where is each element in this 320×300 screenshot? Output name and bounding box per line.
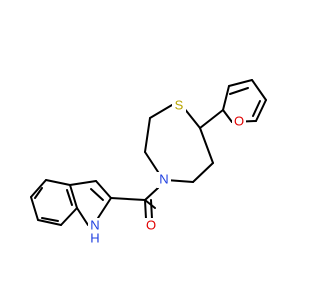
molecule-svg: S O N O N H xyxy=(30,79,267,247)
atom-labels: S O N O N H xyxy=(88,97,246,247)
furan-ring xyxy=(199,79,267,129)
carbonyl-oxygen-label: O xyxy=(146,217,156,232)
sulfur-atom-label: S xyxy=(175,97,184,112)
indole-pyrrole-ring xyxy=(69,180,112,226)
indole-benzene-ring xyxy=(30,179,78,226)
thiazepane-ring xyxy=(144,104,214,183)
ring-nitrogen-label: N xyxy=(159,171,168,186)
furan-oxygen-label: O xyxy=(234,113,244,128)
carbonyl-link xyxy=(110,187,159,220)
structure-diagram: S O N O N H xyxy=(30,79,267,247)
indole-nitrogen-label: N xyxy=(90,217,99,232)
indole-hydrogen-label: H xyxy=(90,230,99,245)
